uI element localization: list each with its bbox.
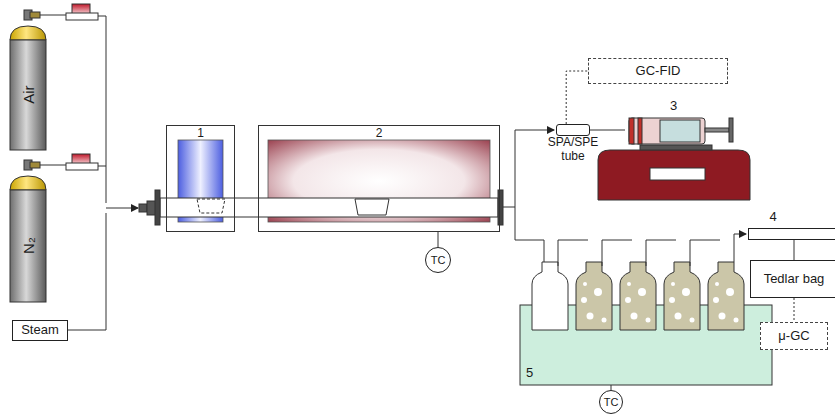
bubble bbox=[690, 318, 695, 323]
sorbent-tube: SPA/SPE tube bbox=[556, 124, 590, 136]
syringe-pump: 3 bbox=[625, 114, 722, 146]
furnace: 2 bbox=[258, 125, 500, 232]
node-label: 3 bbox=[670, 99, 677, 114]
node-label: Steam bbox=[21, 323, 59, 338]
bubble bbox=[682, 288, 690, 296]
bubble bbox=[631, 313, 638, 320]
gas-cylinder: N₂ bbox=[10, 190, 46, 302]
node-label: Tedlar bag bbox=[764, 272, 825, 287]
node-label: 4 bbox=[769, 210, 776, 225]
connector bbox=[794, 240, 795, 260]
bubble bbox=[719, 313, 726, 320]
filter-tube: 4 bbox=[748, 228, 835, 240]
tedlar-bag-box: Tedlar bag bbox=[750, 260, 835, 298]
bubble bbox=[602, 318, 607, 323]
node-label: TC bbox=[604, 396, 619, 409]
impinger-bottle bbox=[708, 262, 744, 330]
impinger-bottle bbox=[576, 262, 612, 330]
bubble bbox=[587, 313, 594, 320]
connector bbox=[794, 298, 795, 322]
cooling-zone: 1 bbox=[166, 125, 235, 232]
impinger-bottle bbox=[664, 262, 700, 330]
bubble bbox=[581, 297, 587, 303]
analyser-box: μ-GC bbox=[760, 322, 828, 350]
analyser-box: GC-FID bbox=[588, 58, 728, 84]
node-label: 1 bbox=[197, 127, 204, 141]
bubble bbox=[646, 318, 651, 323]
bubble bbox=[669, 297, 675, 303]
connector bbox=[566, 71, 588, 124]
node-label: N₂ bbox=[19, 238, 36, 255]
bubble bbox=[726, 288, 734, 296]
impinger-bottle bbox=[620, 262, 656, 330]
gas-cylinder: Air bbox=[10, 40, 46, 150]
impinger-bottle bbox=[532, 262, 568, 330]
transfer-line bbox=[690, 240, 720, 266]
bubble bbox=[713, 297, 719, 303]
node-label: 2 bbox=[376, 127, 383, 141]
bubble bbox=[594, 288, 602, 296]
bubble bbox=[715, 282, 719, 286]
bubble bbox=[734, 318, 739, 323]
transfer-line bbox=[646, 240, 676, 266]
node-label: 5 bbox=[526, 366, 533, 381]
connector bbox=[590, 130, 625, 131]
transfer-line bbox=[558, 240, 588, 266]
steam-box: Steam bbox=[12, 320, 68, 341]
connector bbox=[438, 232, 439, 247]
bubble bbox=[675, 313, 682, 320]
bubble bbox=[625, 297, 631, 303]
bubble bbox=[671, 282, 675, 286]
node-label: μ-GC bbox=[778, 329, 809, 344]
bubble bbox=[583, 282, 587, 286]
node-label: SPA/SPE tube bbox=[543, 136, 603, 164]
node-label: GC-FID bbox=[636, 64, 681, 79]
transfer-line bbox=[602, 240, 632, 266]
thermocouple: TC bbox=[599, 390, 623, 414]
cooling-bath: 5 bbox=[520, 305, 772, 385]
bubble bbox=[627, 282, 631, 286]
node-label: TC bbox=[431, 254, 446, 267]
thermocouple: TC bbox=[425, 247, 451, 273]
bubble bbox=[638, 288, 646, 296]
node-label: Air bbox=[19, 86, 36, 104]
